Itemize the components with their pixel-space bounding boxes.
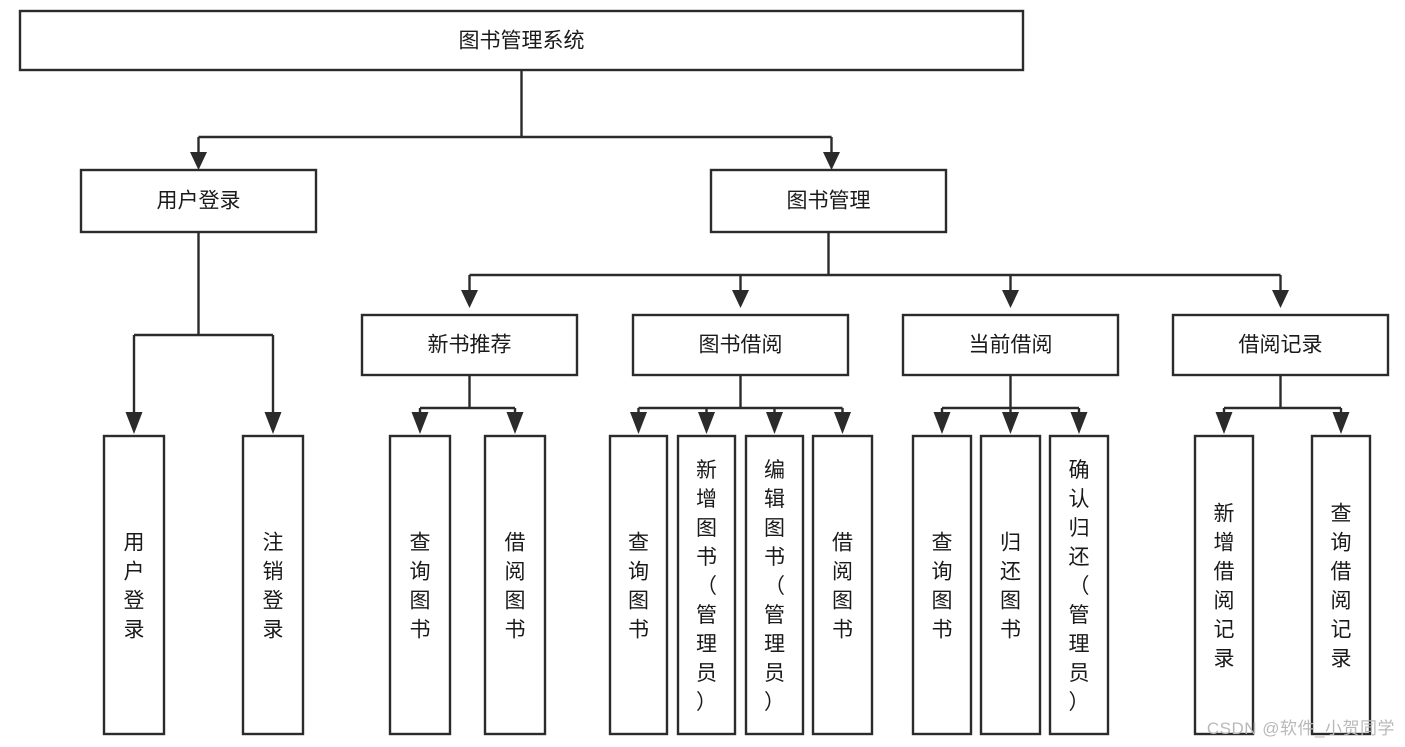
node-root[interactable]: 图书管理系统 bbox=[18, 9, 1025, 72]
arrowhead-leaf-add-book bbox=[698, 412, 715, 434]
node-borrow-record[interactable]: 借阅记录 bbox=[1171, 313, 1390, 377]
arrowhead-leaf-query-book-2 bbox=[630, 412, 647, 434]
edge-currentborrow-bus bbox=[940, 375, 1081, 414]
arrowhead-borrow-record bbox=[1272, 290, 1289, 308]
edge-newbookrec-bus bbox=[418, 375, 517, 414]
edge-root-bus bbox=[197, 70, 833, 154]
node-new-book-rec[interactable]: 新书推荐 bbox=[360, 313, 579, 377]
arrowhead-leaf-logout bbox=[264, 412, 282, 434]
node-leaf-borrow-book-1-box[interactable] bbox=[483, 434, 547, 736]
node-user-login[interactable]: 用户登录 bbox=[79, 168, 318, 234]
arrowhead-leaf-edit-book bbox=[766, 412, 783, 434]
node-leaf-query-book-1[interactable]: 查询图书 bbox=[388, 434, 452, 736]
edge-borrowrecord-bus bbox=[1222, 375, 1343, 414]
node-user-login-label: 用户登录 bbox=[157, 190, 241, 213]
node-leaf-edit-book-label: 编辑图书（管理员） bbox=[764, 459, 785, 714]
node-leaf-query-book-1-label: 查询图书 bbox=[410, 532, 431, 642]
node-leaf-query-record-box[interactable] bbox=[1310, 434, 1372, 736]
node-leaf-confirm-return-box[interactable] bbox=[1048, 434, 1110, 736]
node-leaf-logout[interactable]: 注销登录 bbox=[241, 434, 305, 736]
arrowhead-new-book-rec bbox=[461, 290, 478, 308]
arrowhead-leaf-add-record bbox=[1215, 412, 1233, 434]
node-leaf-borrow-book-2-box[interactable] bbox=[811, 434, 874, 736]
node-leaf-logout-label: 注销登录 bbox=[263, 532, 284, 642]
node-leaf-user-login-label: 用户登录 bbox=[124, 532, 145, 642]
node-leaf-edit-book[interactable]: 编辑图书（管理员） bbox=[744, 434, 805, 736]
node-book-manage[interactable]: 图书管理 bbox=[709, 168, 948, 234]
node-leaf-query-book-3[interactable]: 查询图书 bbox=[911, 434, 973, 736]
arrowhead-leaf-return-book bbox=[1002, 412, 1019, 434]
arrowhead-leaf-query-book-1 bbox=[411, 412, 429, 434]
node-leaf-user-login[interactable]: 用户登录 bbox=[102, 434, 166, 736]
node-leaf-return-book-box[interactable] bbox=[979, 434, 1042, 736]
node-current-borrow[interactable]: 当前借阅 bbox=[901, 313, 1120, 377]
node-leaf-add-book[interactable]: 新增图书（管理员） bbox=[676, 434, 737, 736]
node-leaf-query-record[interactable]: 查询借阅记录 bbox=[1310, 434, 1372, 736]
node-leaf-return-book-label: 归还图书 bbox=[1000, 532, 1021, 642]
node-leaf-borrow-book-1[interactable]: 借阅图书 bbox=[483, 434, 547, 736]
node-book-borrow[interactable]: 图书借阅 bbox=[631, 313, 850, 377]
arrowhead-leaf-borrow-book-1 bbox=[506, 412, 524, 434]
node-leaf-logout-box[interactable] bbox=[241, 434, 305, 736]
node-leaf-query-book-1-box[interactable] bbox=[388, 434, 452, 736]
arrowhead-leaf-query-record bbox=[1332, 412, 1350, 434]
node-leaf-add-record[interactable]: 新增借阅记录 bbox=[1193, 434, 1255, 736]
node-borrow-record-label: 借阅记录 bbox=[1239, 334, 1323, 357]
node-current-borrow-box[interactable] bbox=[901, 313, 1120, 377]
node-new-book-rec-box[interactable] bbox=[360, 313, 579, 377]
node-leaf-add-record-box[interactable] bbox=[1193, 434, 1255, 736]
node-leaf-query-book-2-box[interactable] bbox=[608, 434, 669, 736]
node-leaf-add-record-label: 新增借阅记录 bbox=[1214, 503, 1235, 671]
arrowhead-current-borrow bbox=[1002, 290, 1019, 308]
node-leaf-query-book-3-label: 查询图书 bbox=[932, 532, 953, 642]
node-root-box[interactable] bbox=[18, 9, 1025, 72]
node-book-manage-label: 图书管理 bbox=[787, 190, 871, 213]
node-leaf-confirm-return-label: 确认归还（管理员） bbox=[1069, 459, 1090, 714]
arrowhead-leaf-borrow-book-2 bbox=[834, 412, 851, 434]
node-leaf-confirm-return[interactable]: 确认归还（管理员） bbox=[1048, 434, 1110, 736]
edge-bookmanage-bus bbox=[468, 232, 1282, 292]
node-leaf-return-book[interactable]: 归还图书 bbox=[979, 434, 1042, 736]
arrowhead-book-borrow bbox=[732, 290, 749, 308]
node-book-borrow-box[interactable] bbox=[631, 313, 850, 377]
edge-userlogin-bus bbox=[132, 232, 275, 414]
node-leaf-query-record-label: 查询借阅记录 bbox=[1331, 503, 1352, 671]
node-leaf-add-book-box[interactable] bbox=[676, 434, 737, 736]
node-root-label: 图书管理系统 bbox=[459, 30, 585, 53]
node-leaf-borrow-book-2-label: 借阅图书 bbox=[832, 532, 853, 642]
node-user-login-box[interactable] bbox=[79, 168, 318, 234]
node-leaf-edit-book-box[interactable] bbox=[744, 434, 805, 736]
node-leaf-query-book-3-box[interactable] bbox=[911, 434, 973, 736]
node-book-borrow-label: 图书借阅 bbox=[699, 334, 783, 357]
node-book-manage-box[interactable] bbox=[709, 168, 948, 234]
arrowhead-leaf-query-book-3 bbox=[933, 412, 951, 434]
node-leaf-query-book-2[interactable]: 查询图书 bbox=[608, 434, 669, 736]
arrowhead-user-login bbox=[190, 152, 207, 170]
node-borrow-record-box[interactable] bbox=[1171, 313, 1390, 377]
edge-bookborrow-bus bbox=[637, 375, 844, 414]
node-leaf-user-login-box[interactable] bbox=[102, 434, 166, 736]
arrowhead-leaf-user-login bbox=[125, 412, 143, 434]
node-leaf-add-book-label: 新增图书（管理员） bbox=[696, 459, 717, 714]
node-current-borrow-label: 当前借阅 bbox=[969, 334, 1053, 357]
arrowhead-leaf-confirm-return bbox=[1070, 412, 1088, 434]
node-leaf-borrow-book-1-label: 借阅图书 bbox=[505, 532, 526, 642]
connector-layer bbox=[125, 70, 1350, 434]
node-leaf-query-book-2-label: 查询图书 bbox=[628, 532, 649, 642]
node-leaf-borrow-book-2[interactable]: 借阅图书 bbox=[811, 434, 874, 736]
arrowhead-book-manage bbox=[823, 152, 840, 170]
node-new-book-rec-label: 新书推荐 bbox=[428, 334, 512, 357]
